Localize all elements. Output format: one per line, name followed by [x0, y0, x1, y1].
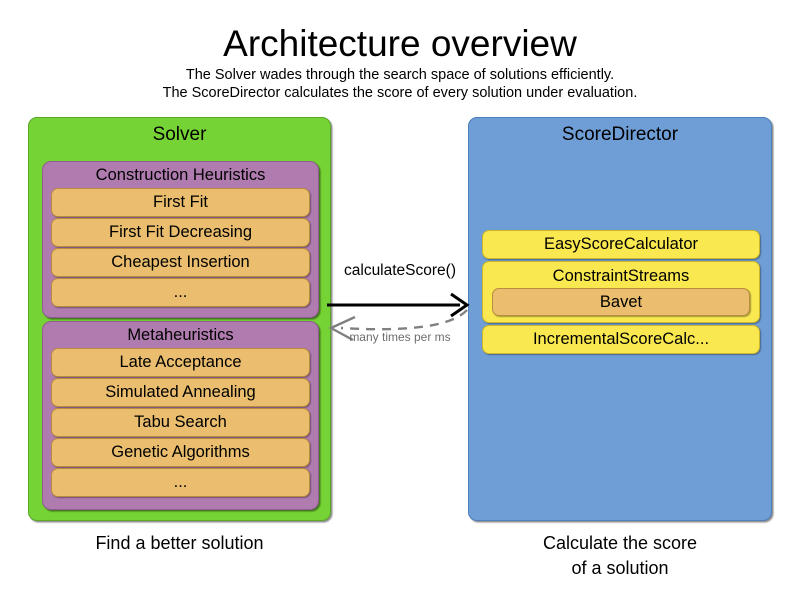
nested-list-item-bavet[interactable]: Bavet [492, 288, 750, 316]
constraint-streams-label: ConstraintStreams [552, 267, 690, 285]
scoredirector-caption-line-2: of a solution [571, 558, 669, 578]
list-item[interactable]: Tabu Search [51, 408, 310, 437]
solver-caption: Find a better solution [28, 531, 331, 556]
list-item[interactable]: Simulated Annealing [51, 378, 310, 407]
solver-panel: Solver Construction Heuristics First Fit… [28, 117, 331, 521]
group-title-construction-heuristics: Construction Heuristics [95, 166, 266, 184]
list-item[interactable]: ... [51, 278, 310, 307]
subtitle-line-1: The Solver wades through the search spac… [185, 67, 615, 83]
list-item[interactable]: IncrementalScoreCalc... [482, 325, 760, 354]
arrow-right-solid [327, 292, 470, 318]
metaheuristics-item-list: Late Acceptance Simulated Annealing Tabu… [51, 348, 310, 497]
list-item[interactable]: Genetic Algorithms [51, 438, 310, 467]
list-item[interactable]: First Fit [51, 188, 310, 217]
arrow-shapes [327, 292, 470, 342]
scoredirector-panel: ScoreDirector EasyScoreCalculator Constr… [468, 117, 772, 521]
arrow-left-dashed [328, 309, 468, 342]
scoredirector-panel-title: ScoreDirector [561, 124, 679, 145]
scoredirector-caption: Calculate the score of a solution [468, 531, 772, 581]
subtitle-line-2: The ScoreDirector calculates the score o… [162, 85, 638, 101]
page-title: Architecture overview [223, 23, 577, 64]
arrow-group: calculateScore() many times per ms [325, 262, 475, 362]
solver-caption-line: Find a better solution [95, 533, 264, 553]
group-metaheuristics: Metaheuristics Late Acceptance Simulated… [42, 321, 319, 510]
list-item[interactable]: ConstraintStreams Bavet [482, 261, 760, 323]
construction-heuristics-item-list: First Fit First Fit Decreasing Cheapest … [51, 188, 310, 307]
page-header: Architecture overview The Solver wades t… [0, 22, 800, 102]
list-item[interactable]: Late Acceptance [51, 348, 310, 377]
score-calculator-list: EasyScoreCalculator ConstraintStreams Ba… [482, 230, 760, 356]
arrow-label-calculate-score: calculateScore() [344, 262, 456, 279]
list-item[interactable]: First Fit Decreasing [51, 218, 310, 247]
scoredirector-caption-line-1: Calculate the score [542, 533, 698, 553]
solver-panel-title: Solver [152, 124, 207, 145]
list-item[interactable]: ... [51, 468, 310, 497]
list-item[interactable]: EasyScoreCalculator [482, 230, 760, 259]
list-item[interactable]: Cheapest Insertion [51, 248, 310, 277]
arrow-label-many-times-per-ms: many times per ms [349, 330, 451, 344]
group-construction-heuristics: Construction Heuristics First Fit First … [42, 161, 319, 318]
group-title-metaheuristics: Metaheuristics [127, 326, 234, 344]
